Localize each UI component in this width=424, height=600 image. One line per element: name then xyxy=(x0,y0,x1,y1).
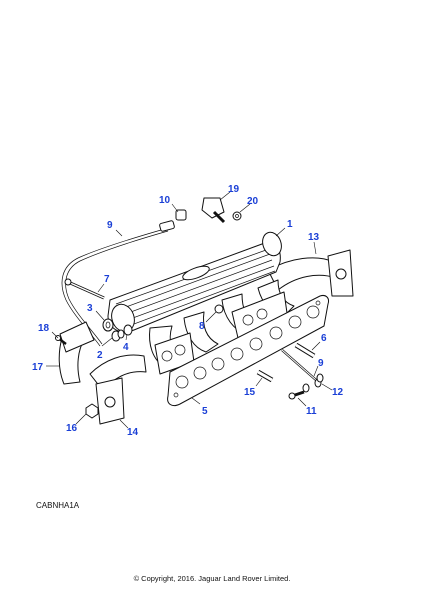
callout-8: 8 xyxy=(199,321,205,332)
callout-2: 2 xyxy=(97,350,103,361)
callout-12: 12 xyxy=(332,387,344,398)
nut-part-16 xyxy=(85,403,99,419)
reference-code: CABNHA1A xyxy=(36,501,80,510)
gasket-part-5 xyxy=(167,295,329,407)
plenum-part-1 xyxy=(107,231,282,333)
leader-lines xyxy=(46,191,333,429)
bolt-part-11 xyxy=(288,390,305,400)
copyright-notice: © Copyright, 2016. Jaguar Land Rover Lim… xyxy=(133,574,291,583)
connector-part-10 xyxy=(175,209,187,221)
bolt-part-7 xyxy=(64,278,105,300)
callout-19: 19 xyxy=(228,184,240,195)
callout-13: 13 xyxy=(308,232,320,243)
callout-17: 17 xyxy=(32,362,44,373)
callout-1: 1 xyxy=(287,219,293,230)
callout-9-upper: 9 xyxy=(107,220,113,231)
callout-20: 20 xyxy=(247,196,259,207)
callout-5: 5 xyxy=(202,406,208,417)
rod-part-9-lower xyxy=(281,349,324,393)
callout-7: 7 xyxy=(104,274,110,285)
callout-16: 16 xyxy=(66,423,78,434)
callout-3: 3 xyxy=(87,303,93,314)
callout-18: 18 xyxy=(38,323,50,334)
callout-9-lower: 9 xyxy=(318,358,324,369)
washer-part-20 xyxy=(232,211,242,221)
pipe-part-13 xyxy=(267,249,354,297)
sensor-part-19 xyxy=(201,197,226,224)
seal-part-3 xyxy=(102,318,114,332)
plug-part-8 xyxy=(214,304,224,314)
stud-part-6 xyxy=(294,342,316,359)
callout-10: 10 xyxy=(159,195,171,206)
callout-15: 15 xyxy=(244,387,256,398)
plug-part-4 xyxy=(117,324,133,339)
pipe-part-9 xyxy=(61,220,175,347)
callout-11: 11 xyxy=(306,406,317,417)
callout-14: 14 xyxy=(127,427,139,438)
callout-4: 4 xyxy=(123,342,129,353)
pipe-part-14 xyxy=(89,354,147,425)
elbow-part-17 xyxy=(58,321,95,385)
stud-part-15 xyxy=(256,369,274,383)
callout-6: 6 xyxy=(321,333,327,344)
